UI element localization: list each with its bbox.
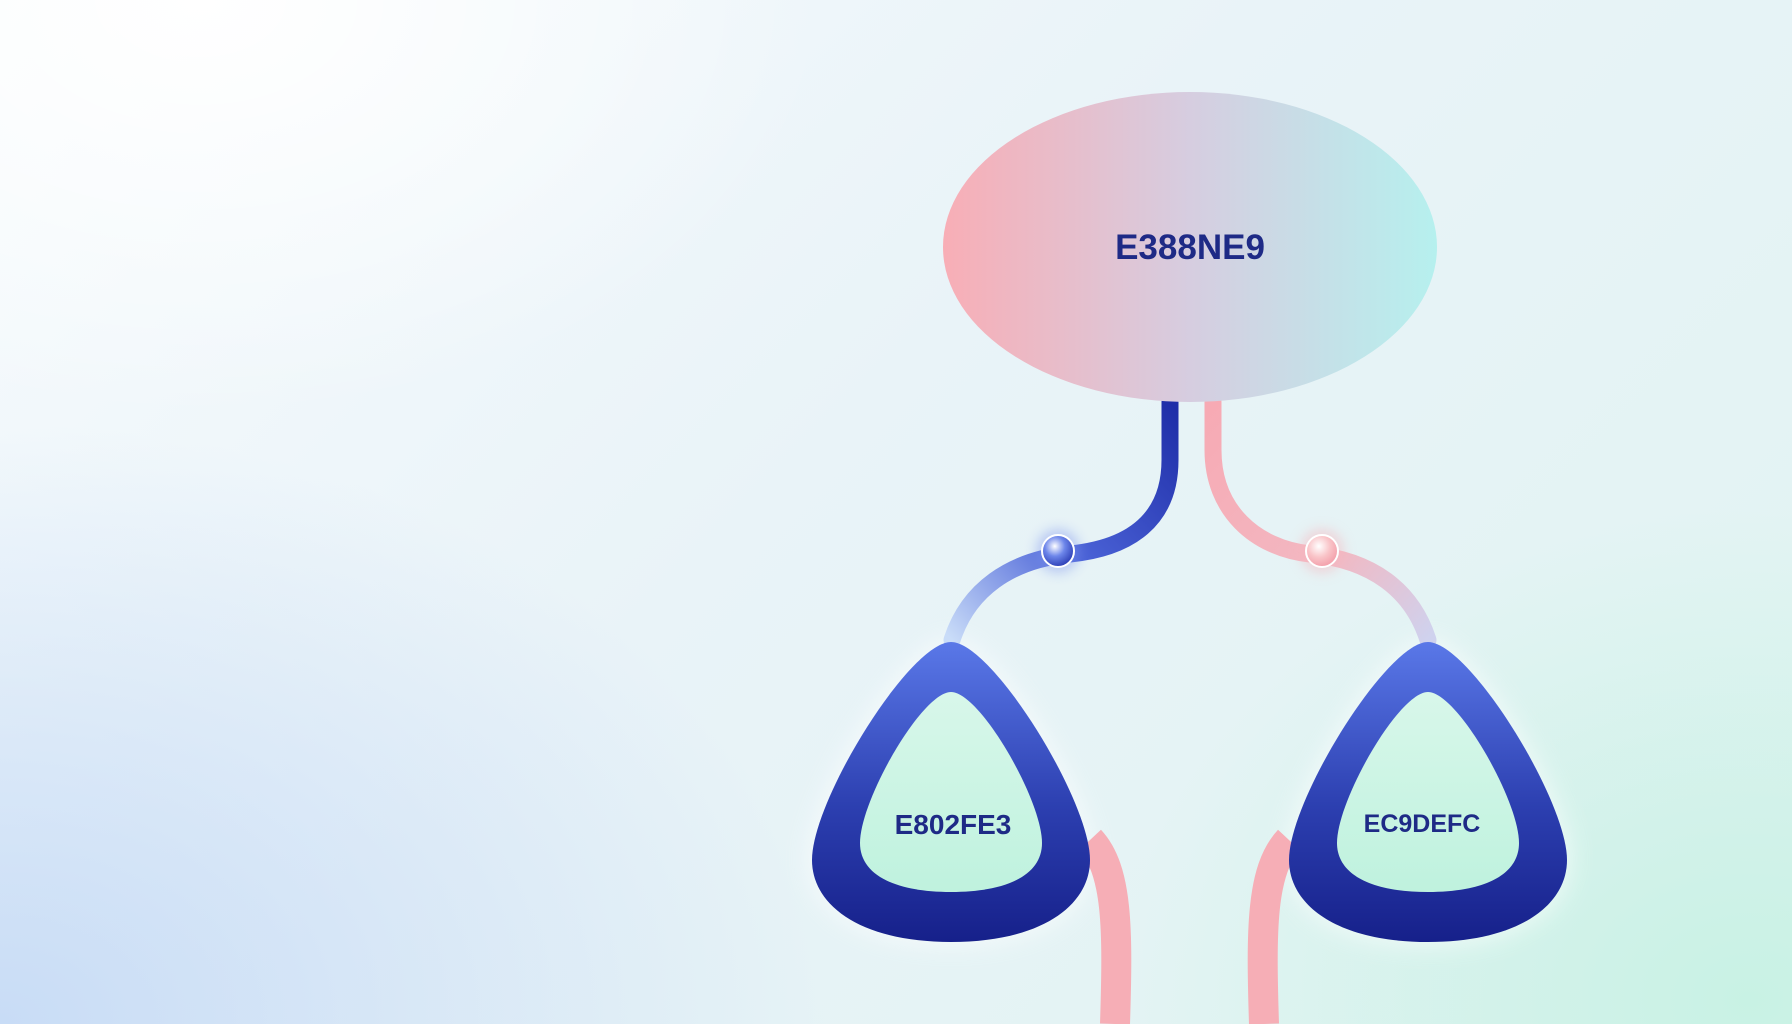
left-child-label: E802FE3: [895, 809, 1012, 840]
left-junction-dot: [1041, 534, 1075, 568]
root-node-label: E388NE9: [1115, 228, 1265, 267]
left-child-core: [860, 692, 1042, 892]
child-tails: [1078, 829, 1301, 1024]
left-child-node[interactable]: E802FE3: [812, 642, 1090, 942]
right-child-core: [1337, 692, 1519, 892]
left-child-tail: [1078, 829, 1132, 1024]
right-child-node[interactable]: EC9DEFC: [1289, 642, 1567, 942]
connectors: [943, 393, 1437, 649]
right-connector: [1204, 393, 1437, 649]
right-junction-dot: [1305, 534, 1339, 568]
root-node[interactable]: E388NE9: [943, 92, 1437, 402]
left-connector: [943, 393, 1179, 649]
junction-dots: [1036, 529, 1344, 573]
right-child-tail: [1247, 829, 1301, 1024]
right-child-label: EC9DEFC: [1364, 810, 1481, 838]
